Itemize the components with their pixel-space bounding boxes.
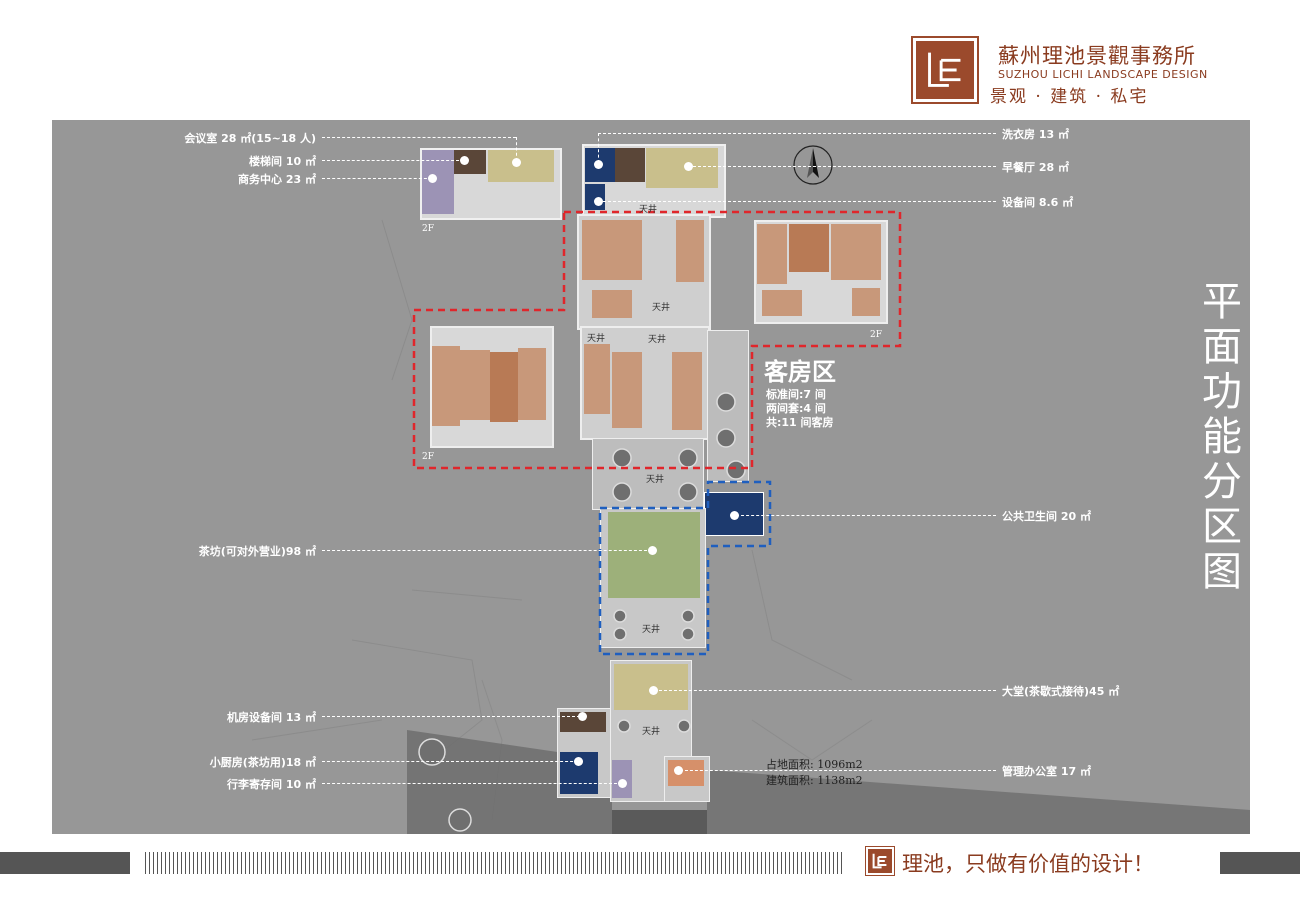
- callout-dot: [618, 779, 627, 788]
- zone-outlines: [412, 210, 902, 656]
- callout-small-kitchen: 小厨房(茶坊用)18 ㎡: [209, 756, 316, 769]
- callout-dot: [578, 712, 587, 721]
- leader-line: [322, 550, 652, 551]
- callout-dot: [574, 757, 583, 766]
- guest-room: [612, 352, 642, 428]
- floor-tag: 2F: [422, 224, 434, 234]
- guest-room: [460, 350, 490, 420]
- brand-logo: [911, 36, 979, 104]
- courtyard-label: 天井: [639, 205, 658, 215]
- callout-lobby: 大堂(茶歇式接待)45 ㎡: [1002, 685, 1120, 698]
- guest-zone-title: 客房区: [764, 358, 836, 386]
- callout-public-wc: 公共卫生间 20 ㎡: [1002, 510, 1091, 523]
- vertical-title-char: 分: [1202, 459, 1242, 505]
- leader-line: [654, 690, 996, 691]
- guest-room: [432, 346, 460, 426]
- meeting-room: [488, 150, 554, 182]
- callout-stair-room: 楼梯间 10 ㎡: [249, 155, 316, 168]
- courtyard-label: 天井: [587, 334, 606, 344]
- footer-slogan: 理池，只做有价值的设计！: [902, 852, 1154, 876]
- machine-room: [560, 712, 606, 732]
- callout-breakfast: 早餐厅 28 ㎡: [1002, 161, 1069, 174]
- callout-dot: [594, 197, 603, 206]
- callout-machine-room: 机房设备间 13 ㎡: [227, 711, 316, 724]
- courtyard-label: 天井: [646, 475, 665, 485]
- guest-room: [592, 290, 632, 318]
- leader-line: [516, 137, 517, 161]
- vertical-title: 平面功能分区图: [1192, 280, 1252, 595]
- firm-name-en: SUZHOU LICHI LANDSCAPE DESIGN: [998, 68, 1208, 81]
- guest-room: [762, 290, 802, 316]
- callout-dot: [648, 546, 657, 555]
- callout-dot: [674, 766, 683, 775]
- guest-room: [676, 220, 704, 282]
- floor-tag: 2F: [422, 452, 434, 462]
- courtyard-label: 天井: [648, 335, 667, 345]
- guest-room: [582, 220, 642, 280]
- footer-bar-right: [1220, 852, 1300, 874]
- footer-bar-left: [0, 852, 130, 874]
- vertical-title-char: 图: [1202, 549, 1242, 595]
- guest-room: [490, 352, 518, 422]
- leader-line: [680, 770, 996, 771]
- callout-office: 管理办公室 17 ㎡: [1002, 765, 1091, 778]
- vertical-title-char: 功: [1202, 369, 1242, 415]
- building-area: 建筑面积: 1138m2: [766, 774, 863, 787]
- guest-zone-line: 共:11 间客房: [766, 416, 834, 429]
- callout-dot: [594, 160, 603, 169]
- callout-dot: [460, 156, 469, 165]
- callout-equipment: 设备间 8.6 ㎡: [1002, 196, 1074, 209]
- north-arrow-icon: [793, 145, 833, 185]
- plan-board: 天井 天井 天井 天井 天井 天井 天井 2F 2F 2F 客房区 标准间:7 …: [52, 120, 1250, 834]
- guest-room: [518, 348, 546, 420]
- callout-meeting-room: 会议室 28 ㎡(15~18 人): [184, 132, 316, 145]
- guest-room: [852, 288, 880, 316]
- leader-line: [322, 761, 578, 762]
- leader-line: [598, 201, 996, 202]
- firm-name: 蘇州理池景觀事務所: [998, 44, 1196, 68]
- stair-room: [454, 150, 486, 174]
- leader-line: [598, 133, 996, 134]
- site-area: 占地面积: 1096m2: [766, 758, 863, 771]
- vertical-title-char: 能: [1202, 414, 1242, 460]
- vertical-title-char: 区: [1202, 504, 1242, 550]
- footer-stripes: [145, 852, 845, 874]
- leader-line: [322, 160, 464, 161]
- guest-room: [757, 224, 787, 284]
- guest-room: [584, 344, 610, 414]
- callout-dot: [428, 174, 437, 183]
- guest-zone-line: 两间套:4 间: [766, 402, 826, 415]
- callout-business-center: 商务中心 23 ㎡: [238, 173, 316, 186]
- leader-line: [688, 166, 996, 167]
- floor-tag: 2F: [870, 330, 882, 340]
- firm-tagline: 景观 · 建筑 · 私宅: [990, 87, 1149, 107]
- courtyard-label: 天井: [642, 625, 661, 635]
- leader-line: [322, 783, 622, 784]
- callout-dot: [730, 511, 739, 520]
- callout-tea-house: 茶坊(可对外营业)98 ㎡: [198, 545, 316, 558]
- tea-house: [608, 512, 700, 598]
- guest-room: [789, 224, 829, 272]
- trees: [418, 392, 746, 832]
- courtyard-label: 天井: [652, 303, 671, 313]
- callout-dot: [649, 686, 658, 695]
- callout-dot: [684, 162, 693, 171]
- leader-line: [598, 133, 599, 163]
- footer-logo: [865, 846, 895, 876]
- leader-line: [736, 515, 996, 516]
- leader-line: [322, 137, 516, 138]
- guest-room: [831, 224, 881, 280]
- callout-luggage-room: 行李寄存间 10 ㎡: [227, 778, 316, 791]
- callout-dot: [512, 158, 521, 167]
- leader-line: [322, 178, 432, 179]
- leader-line: [322, 716, 580, 717]
- guest-zone-line: 标准间:7 间: [766, 388, 826, 401]
- vertical-title-char: 面: [1202, 324, 1242, 370]
- callout-laundry: 洗衣房 13 ㎡: [1002, 128, 1069, 141]
- dark-room: [615, 148, 645, 182]
- vertical-title-char: 平: [1202, 279, 1242, 325]
- guest-room: [672, 352, 702, 430]
- breakfast-hall: [646, 148, 718, 188]
- courtyard-label: 天井: [642, 727, 661, 737]
